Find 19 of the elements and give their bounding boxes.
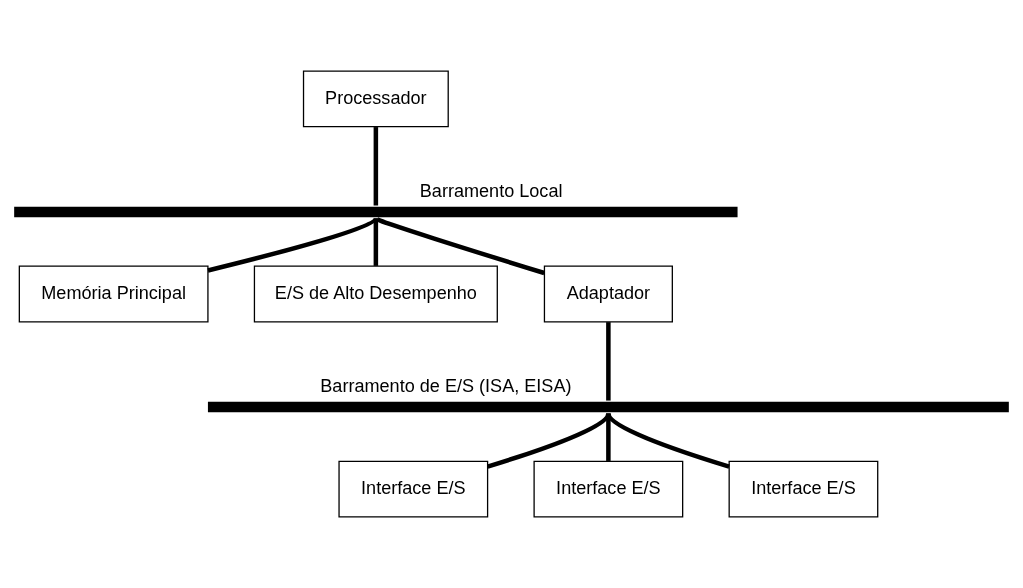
- node-box: Interface E/S: [338, 460, 489, 518]
- connector: [606, 412, 730, 469]
- connector: [373, 127, 379, 206]
- node-box: Adaptador: [543, 265, 673, 323]
- node-label: Barramento de E/S (ISA, EISA): [320, 375, 572, 396]
- connector: [374, 216, 545, 276]
- node-box: Interface E/S: [533, 460, 684, 518]
- node-box: Memória Principal: [18, 265, 209, 323]
- connector: [606, 413, 611, 461]
- node-box: E/S de Alto Desempenho: [253, 265, 498, 323]
- connector: [373, 218, 379, 266]
- connector: [606, 322, 611, 401]
- node-box: [14, 206, 738, 218]
- connector: [207, 217, 378, 273]
- node-box: [207, 401, 1009, 413]
- node-label: Barramento Local: [419, 180, 563, 201]
- connector: [486, 412, 611, 469]
- node-box: Processador: [302, 70, 449, 128]
- node-box: Interface E/S: [728, 460, 879, 518]
